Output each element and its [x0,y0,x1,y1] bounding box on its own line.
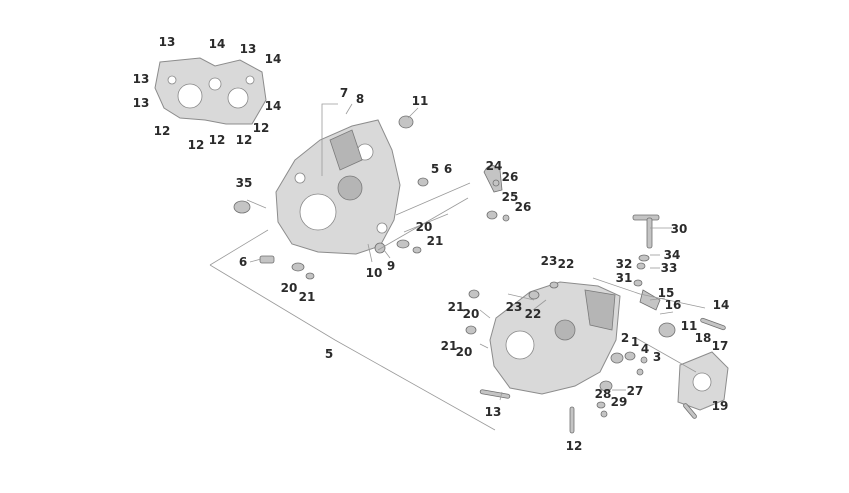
callout-label: 14 [208,37,226,51]
callout-label: 21 [298,290,316,304]
callout-label: 14 [264,52,282,66]
callout-label: 14 [264,99,282,113]
callout-label: 12 [252,121,270,135]
callout-label: 12 [153,124,171,138]
callout-label: 23 [505,300,523,314]
callout-label: 12 [235,133,253,147]
right-crankcase-drawing [489,281,621,395]
callout-label: 11 [411,94,429,108]
callout-label: 12 [208,133,226,147]
callout-label: 21 [440,339,458,353]
callout-label: 22 [557,257,575,271]
callout-label: 13 [158,35,176,49]
callout-label: 14 [712,298,730,312]
callout-label: 24 [485,159,503,173]
callout-label: 22 [524,307,542,321]
callout-label: 11 [680,319,698,333]
callout-label: 1 [630,335,640,349]
callout-label: 35 [235,176,253,190]
callout-label: 18 [694,331,712,345]
callout-label: 2 [620,331,630,345]
callout-label: 3 [652,350,662,364]
callout-label: 10 [365,266,383,280]
callout-label: 9 [386,259,396,273]
callout-label: 26 [501,170,519,184]
callout-label: 15 [657,286,675,300]
callout-label: 20 [462,307,480,321]
crankcase-inset-drawing [154,57,267,125]
callout-label: 23 [540,254,558,268]
callout-label: 13 [239,42,257,56]
left-crankcase-drawing [275,119,401,255]
callout-label: 34 [663,248,681,262]
callout-label: 8 [355,92,365,106]
callout-label: 17 [711,339,729,353]
callout-label: 30 [670,222,688,236]
callout-label: 21 [426,234,444,248]
callout-label: 20 [280,281,298,295]
callout-label: 12 [565,439,583,453]
callout-label: 13 [484,405,502,419]
small-parts-drawing [233,115,726,434]
callout-label: 31 [615,271,633,285]
callout-label: 21 [447,300,465,314]
callout-label: 19 [711,399,729,413]
callout-label: 4 [640,342,650,356]
callout-label: 6 [238,255,248,269]
callout-label: 5 [430,162,440,176]
callout-label: 25 [501,190,519,204]
callout-label: 20 [415,220,433,234]
callout-label: 32 [615,257,633,271]
callout-label: 20 [455,345,473,359]
callout-label: 5 [324,347,334,361]
callout-label: 28 [594,387,612,401]
callout-label: 13 [132,96,150,110]
callout-label: 29 [610,395,628,409]
callout-label: 27 [626,384,644,398]
callout-label: 12 [187,138,205,152]
callout-label: 13 [132,72,150,86]
callout-label: 26 [514,200,532,214]
callout-label: 16 [664,298,682,312]
side-cover-drawing [677,351,729,411]
callout-label: 7 [339,86,349,100]
leader-lines [209,103,711,431]
callout-label: 33 [660,261,678,275]
callout-label: 6 [443,162,453,176]
